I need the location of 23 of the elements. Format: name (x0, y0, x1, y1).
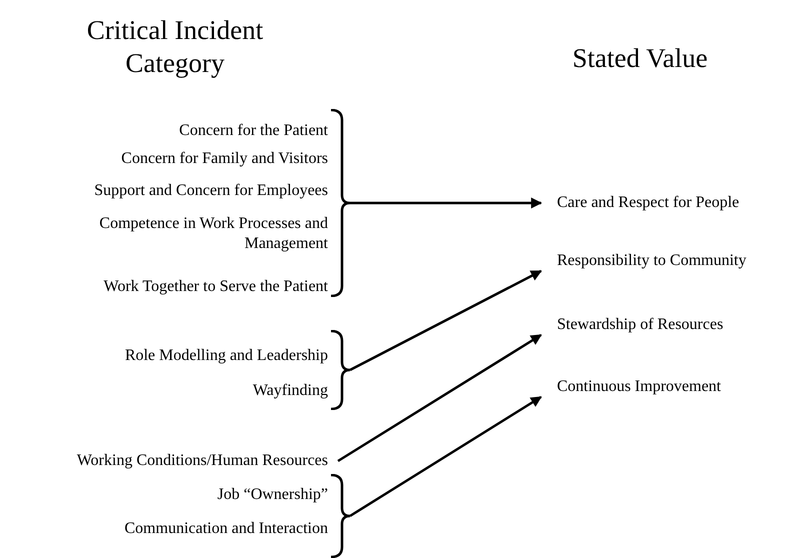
value-text: Stewardship of Resources (557, 315, 787, 335)
category-text: Work Together to Serve the Patient (8, 277, 328, 297)
category-text: Job “Ownership” (8, 485, 328, 505)
category-text: Wayfinding (8, 381, 328, 401)
arrow (349, 270, 542, 372)
category-text: Communication and Interaction (8, 519, 328, 539)
column-heading: Stated Value (571, 42, 709, 75)
curly-bracket (330, 330, 352, 410)
category-text: Competence in Work Processes and Management (28, 214, 328, 254)
category-text: Support and Concern for Employees (8, 181, 328, 201)
category-text: Role Modelling and Leadership (8, 346, 328, 366)
arrow (349, 396, 542, 518)
curly-bracket (330, 474, 352, 558)
value-text: Continuous Improvement (557, 377, 787, 397)
category-text: Concern for the Patient (8, 121, 328, 141)
value-text: Care and Respect for People (557, 193, 787, 213)
arrow (350, 198, 542, 208)
curly-bracket (330, 109, 352, 297)
category-text: Concern for Family and Visitors (8, 149, 328, 169)
category-text: Working Conditions/Human Resources (4, 451, 328, 471)
arrow (337, 334, 542, 462)
value-text: Responsibility to Community (557, 251, 787, 271)
column-heading: Critical Incident Category (86, 14, 264, 80)
